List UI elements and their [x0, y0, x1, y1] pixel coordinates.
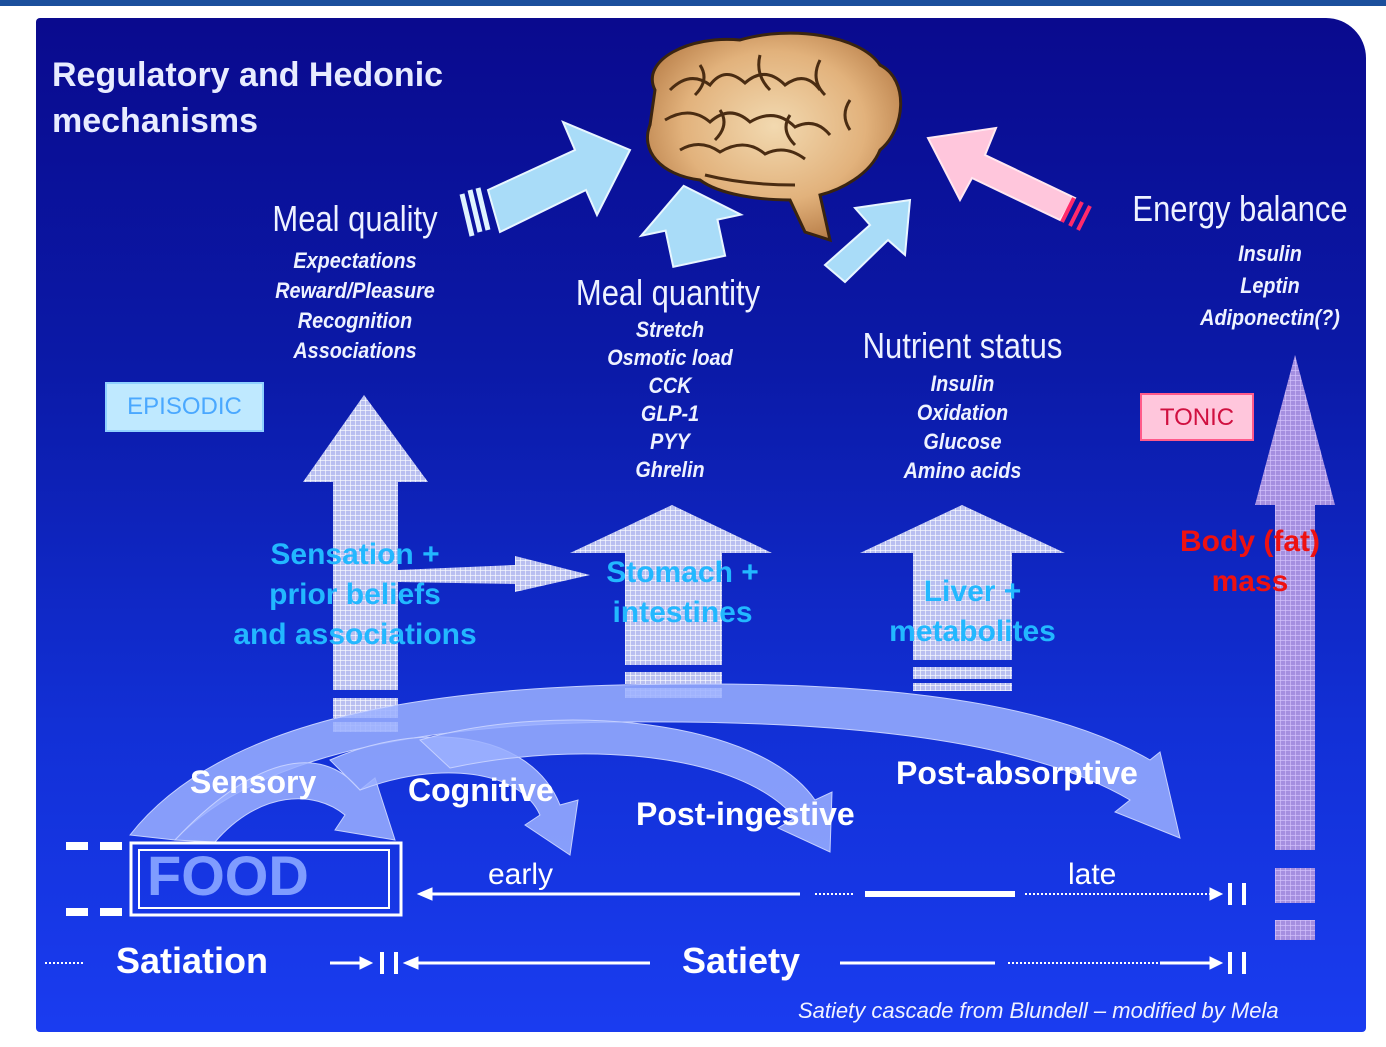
energy-balance-heading: Energy balance: [1132, 188, 1348, 229]
cascade-arcs: [129, 683, 1181, 856]
label-line: Body (fat): [1180, 525, 1320, 558]
list-item: PYY: [650, 429, 690, 454]
label-line: and associations: [233, 618, 477, 651]
meal-quantity-arrow: [638, 184, 744, 268]
top-rule: [0, 0, 1386, 6]
list-item: Insulin: [1238, 241, 1302, 266]
list-item: Leptin: [1240, 273, 1300, 298]
food-label: FOOD: [147, 844, 309, 907]
source-caption: Satiety cascade from Blundell – modified…: [798, 998, 1279, 1023]
energy-balance-list: Insulin Leptin Adiponectin(?): [1170, 238, 1370, 334]
list-item: Osmotic load: [607, 345, 733, 370]
liver-label: Liver + metabolites: [865, 572, 1080, 652]
satiety-label: Satiety: [682, 940, 801, 981]
list-item: Amino acids: [903, 458, 1022, 483]
list-item: Adiponectin(?): [1200, 305, 1340, 330]
food-box-frame: [66, 841, 403, 917]
list-item: Expectations: [293, 248, 417, 273]
episodic-badge: EPISODIC: [105, 382, 264, 432]
meal-quantity-list: Stretch Osmotic load CCK GLP-1 PYY Ghrel…: [570, 316, 770, 484]
label-line: Liver +: [923, 575, 1022, 608]
list-item: Recognition: [297, 308, 413, 333]
list-item: Ghrelin: [635, 457, 705, 482]
satiation-satiety-timeline: [45, 952, 1246, 974]
late-label: late: [1068, 858, 1117, 891]
early-late-timeline: [416, 883, 1246, 905]
label-line: prior beliefs: [269, 578, 441, 611]
list-item: Glucose: [923, 429, 1002, 454]
post-ingestive-label: Post-ingestive: [636, 796, 855, 832]
nutrient-status-heading: Nutrient status: [862, 325, 1063, 366]
list-item: Stretch: [635, 317, 705, 342]
body-fat-arrow: [1255, 355, 1335, 940]
tonic-badge: TONIC: [1140, 393, 1254, 441]
list-item: Reward/Pleasure: [275, 278, 435, 303]
label-line: metabolites: [889, 615, 1056, 648]
meal-quantity-heading: Meal quantity: [575, 272, 761, 313]
meal-quality-heading: Meal quality: [272, 198, 438, 239]
list-item: Insulin: [930, 371, 995, 396]
list-item: GLP-1: [640, 401, 700, 426]
brain-icon: [646, 31, 903, 243]
meal-quality-arrow: [459, 120, 632, 237]
diagram-title: Regulatory and Hedonic mechanisms: [52, 56, 444, 140]
post-absorptive-label: Post-absorptive: [896, 755, 1138, 791]
liver-arrow: [860, 505, 1065, 691]
label-line: Stomach +: [606, 556, 759, 589]
list-item: Oxidation: [916, 400, 1009, 425]
cognitive-label: Cognitive: [408, 772, 554, 808]
stomach-label: Stomach + intestines: [575, 553, 790, 633]
meal-quality-list: Expectations Reward/Pleasure Recognition…: [240, 246, 470, 366]
energy-balance-arrow: [926, 126, 1092, 231]
sensation-label: Sensation + prior beliefs and associatio…: [205, 535, 505, 655]
label-line: mass: [1211, 565, 1289, 598]
nutrient-status-arrow: [823, 198, 912, 284]
list-item: Associations: [293, 338, 417, 363]
sensory-label: Sensory: [190, 764, 317, 800]
label-line: Sensation +: [270, 538, 440, 571]
label-line: intestines: [612, 596, 753, 629]
nutrient-status-list: Insulin Oxidation Glucose Amino acids: [860, 369, 1065, 485]
list-item: CCK: [648, 373, 692, 398]
satiation-label: Satiation: [116, 940, 269, 981]
body-fat-label: Body (fat) mass: [1160, 522, 1340, 602]
early-label: early: [488, 858, 554, 891]
